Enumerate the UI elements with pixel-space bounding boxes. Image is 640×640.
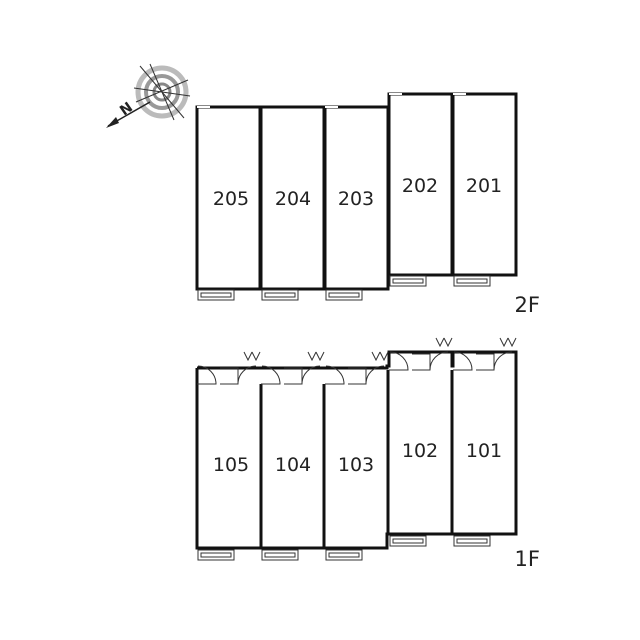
unit-label-202: 202 bbox=[402, 175, 438, 197]
unit-label-103: 103 bbox=[338, 454, 374, 476]
compass-north-label: N bbox=[117, 99, 136, 119]
unit-label-203: 203 bbox=[338, 188, 374, 210]
unit-label-204: 204 bbox=[275, 188, 311, 210]
floor-label-1f: 1F bbox=[515, 547, 540, 571]
floor-1f: 105 104 103 102 101 1F bbox=[195, 337, 540, 571]
unit-label-205: 205 bbox=[213, 188, 249, 210]
unit-label-104: 104 bbox=[275, 454, 311, 476]
unit-label-201: 201 bbox=[466, 175, 502, 197]
floor-label-2f: 2F bbox=[515, 293, 540, 317]
unit-label-102: 102 bbox=[402, 440, 438, 462]
unit-label-105: 105 bbox=[213, 454, 249, 476]
unit-label-101: 101 bbox=[466, 440, 502, 462]
compass-icon: N bbox=[106, 63, 191, 128]
floor-2f: 205 204 203 202 201 2F bbox=[195, 92, 540, 317]
